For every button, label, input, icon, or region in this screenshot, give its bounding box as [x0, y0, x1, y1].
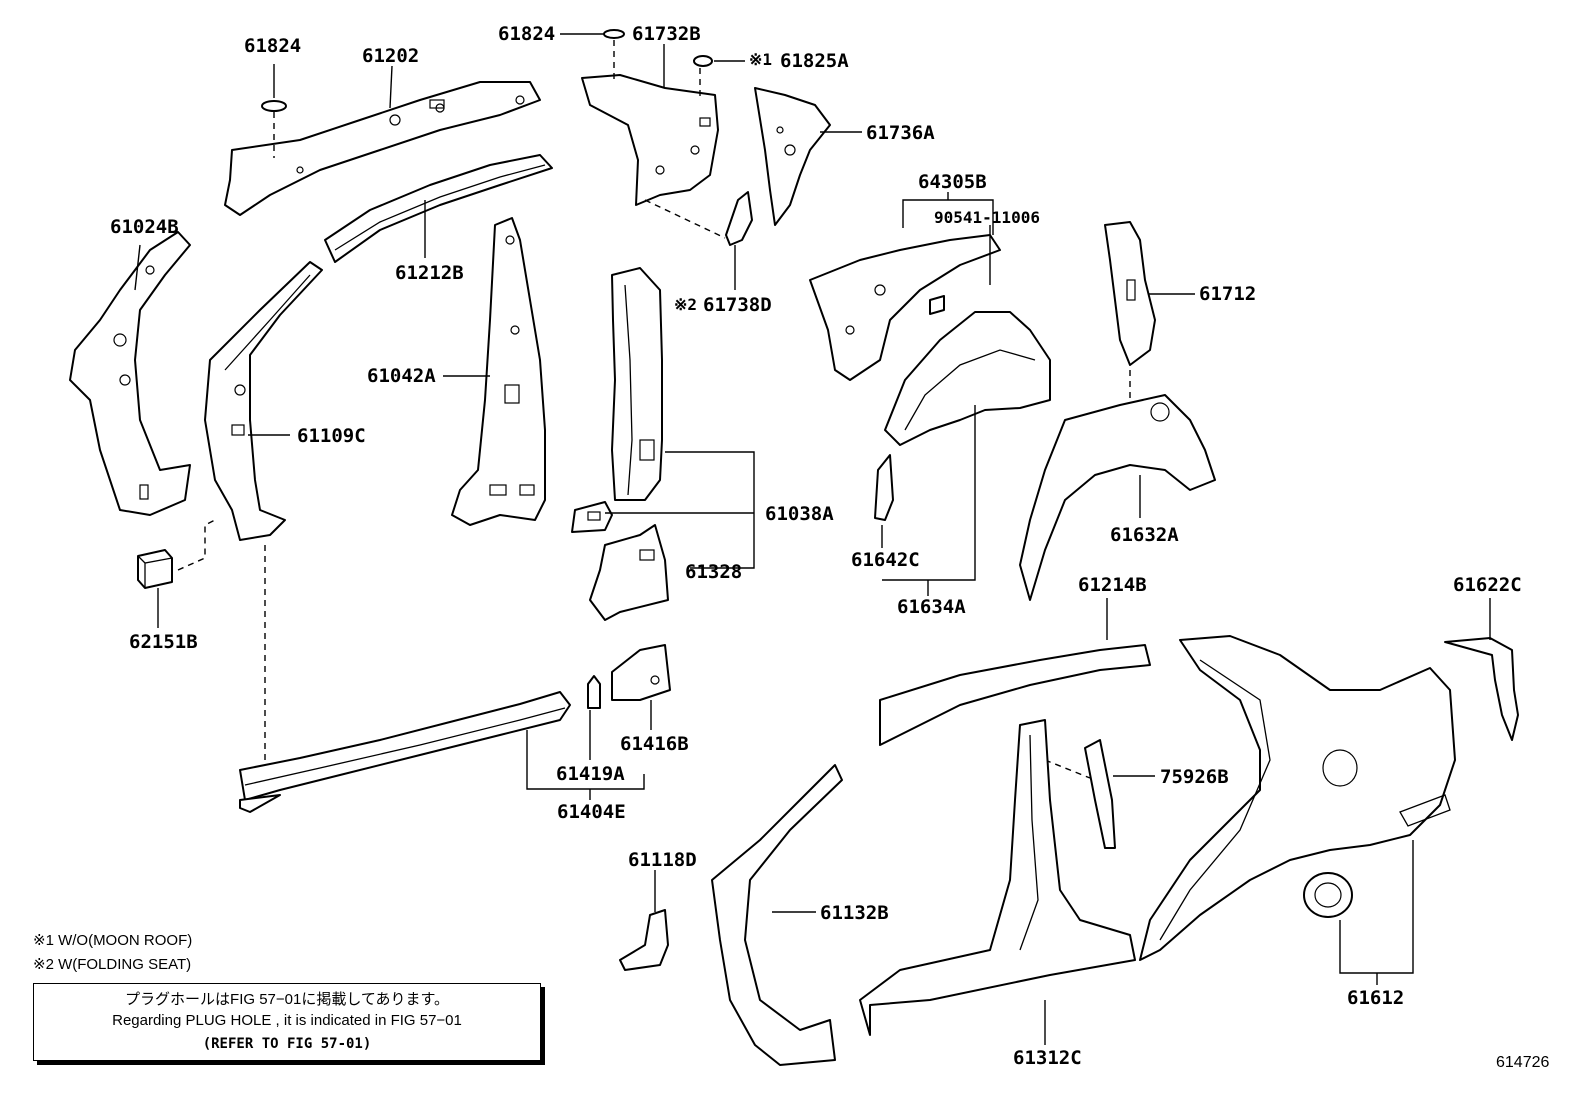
label-61214b: 61214B [1078, 574, 1147, 596]
label-61712: 61712 [1199, 283, 1257, 305]
part-61038a [611, 267, 663, 501]
label-90541-11006: 90541-11006 [934, 208, 1040, 227]
part-61038a-bracket [571, 501, 613, 533]
part-61622c [1444, 637, 1519, 741]
leader-lines [134, 33, 1491, 1045]
part-61212b [324, 154, 553, 263]
part-61825a [693, 55, 713, 67]
label-61024b: 61024B [110, 216, 179, 238]
part-64305b [809, 234, 1001, 381]
label-61632a: 61632A [1110, 524, 1179, 546]
part-61736a [754, 87, 831, 226]
label-61612: 61612 [1347, 987, 1405, 1009]
part-61214b [879, 644, 1151, 746]
label-61416b: 61416B [620, 733, 689, 755]
label-61328: 61328 [685, 561, 743, 583]
label-61038a: 61038A [765, 503, 834, 525]
part-61312c [859, 719, 1136, 1036]
label-61824-top: 61824 [498, 23, 556, 45]
note-mark-1: ※1 [749, 50, 773, 69]
label-75926b: 75926B [1160, 766, 1229, 788]
part-75926b [1084, 739, 1116, 849]
part-61404e [239, 691, 571, 813]
part-61612 [1139, 635, 1456, 961]
plug-hole-notice: プラグホールはFIG 57−01に掲載してあります。 Regarding PLU… [33, 983, 541, 1061]
label-61419a: 61419A [556, 763, 625, 785]
label-62151b: 62151B [129, 631, 198, 653]
footnote-1: ※1 W/O(MOON ROOF) [33, 932, 193, 949]
footnote-2: ※2 W(FOLDING SEAT) [33, 956, 192, 973]
label-61202: 61202 [362, 45, 420, 67]
label-61825a: 61825A [780, 50, 849, 72]
part-61132b [711, 764, 843, 1066]
part-90541 [929, 295, 945, 315]
notice-line-refer: (REFER TO FIG 57-01) [202, 1036, 372, 1052]
label-61738d: 61738D [703, 294, 772, 316]
label-61824-left: 61824 [244, 35, 302, 57]
note-mark-2: ※2 [674, 295, 698, 314]
label-61312c: 61312C [1013, 1047, 1082, 1069]
label-61212b: 61212B [395, 262, 464, 284]
part-61118d [619, 909, 669, 971]
part-61732b [581, 74, 719, 206]
part-61738d [725, 191, 753, 246]
part-61824-left [261, 100, 287, 112]
part-62151b [137, 549, 173, 589]
part-61824-top [603, 29, 625, 39]
part-61712 [1104, 221, 1156, 366]
part-61634a [884, 311, 1051, 446]
part-61024b [69, 231, 191, 516]
notice-line-en: Regarding PLUG HOLE , it is indicated in… [112, 1012, 462, 1029]
label-61132b: 61132B [820, 902, 889, 924]
label-61622c: 61622C [1453, 574, 1522, 596]
part-61328 [589, 524, 669, 621]
part-61632a [1019, 394, 1216, 601]
label-61118d: 61118D [628, 849, 697, 871]
part-61109c [204, 261, 323, 541]
notice-line-jp: プラグホールはFIG 57−01に掲載してあります。 [125, 991, 449, 1008]
label-64305b: 64305B [918, 171, 987, 193]
label-61634a: 61634A [897, 596, 966, 618]
part-61202 [224, 81, 541, 216]
part-fuel-lid [1303, 872, 1353, 918]
label-61736a: 61736A [866, 122, 935, 144]
figure-code: 614726 [1496, 1054, 1550, 1071]
label-61042a: 61042A [367, 365, 436, 387]
part-61042a [451, 217, 546, 526]
label-61642c: 61642C [851, 549, 920, 571]
part-61419a [587, 675, 601, 709]
label-61404e: 61404E [557, 801, 626, 823]
label-61732b: 61732B [632, 23, 701, 45]
part-61416b [611, 644, 671, 701]
label-61109c: 61109C [297, 425, 366, 447]
part-61642c [874, 454, 894, 521]
